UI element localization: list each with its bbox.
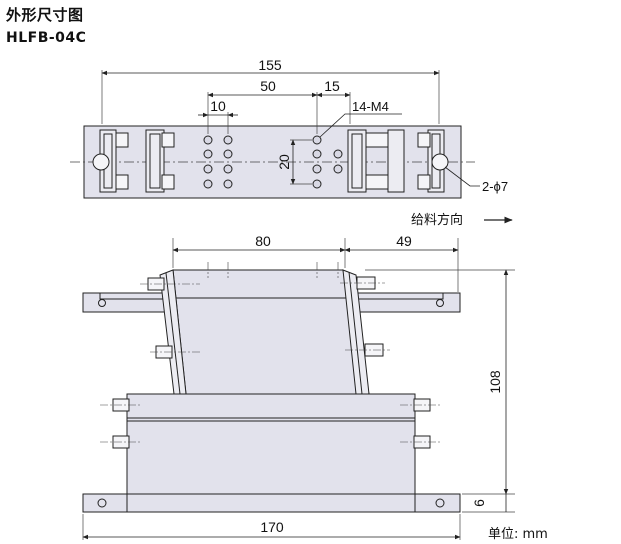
- dim-top-width: 80: [255, 233, 271, 249]
- drawing-title: 外形尺寸图: [6, 6, 84, 24]
- tapped-holes-right: [312, 135, 343, 189]
- label-tapped-holes: 14-M4: [352, 99, 389, 114]
- dim-height: 108: [487, 370, 503, 394]
- dim-base-thickness: 6: [471, 499, 487, 507]
- unit-label: 单位: mm: [488, 527, 548, 542]
- dim-overall-length: 155: [258, 57, 282, 73]
- tapped-holes-left: [203, 135, 233, 189]
- dim-hole-pitch-y: 20: [276, 154, 292, 170]
- top-view: 155 50 15 10 20 14-M4 2-ϕ7 给料方向: [70, 57, 513, 227]
- dim-hole-pitch-x: 10: [210, 98, 226, 114]
- left-clamp: [92, 129, 175, 193]
- label-mount-holes: 2-ϕ7: [482, 179, 508, 194]
- dim-base-width: 170: [260, 519, 284, 535]
- right-clamp: [347, 129, 449, 193]
- dim-offset-right: 49: [396, 233, 412, 249]
- model-number: HLFB-04C: [6, 30, 87, 46]
- label-feed-direction: 给料方向: [411, 212, 463, 227]
- dim-offset: 15: [324, 78, 340, 94]
- dim-hole-span: 50: [260, 78, 276, 94]
- front-view: 80 49 108 6 170: [82, 233, 515, 540]
